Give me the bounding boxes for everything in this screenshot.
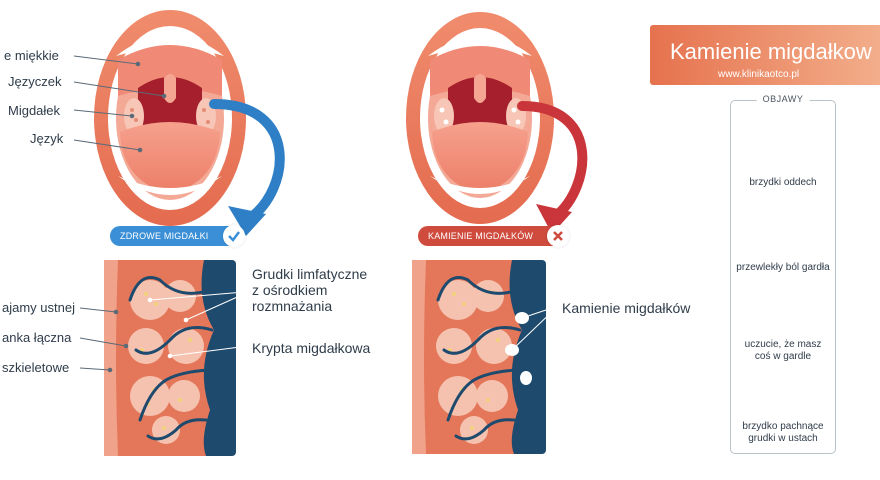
check-icon — [222, 225, 245, 247]
label-connective-tissue: anka łączna — [2, 330, 72, 345]
badge-stones: KAMIENIE MIGDAŁKÓW — [418, 225, 570, 247]
title-banner: Kamienie migdałkow www.klinikaotco.pl — [650, 25, 880, 85]
tonsil-tissue-stones — [412, 260, 546, 454]
tonsil-tissue-healthy — [104, 260, 236, 456]
symptom-2-line1: przewlekły ból gardła — [736, 262, 830, 273]
healthy-arrow-head — [228, 206, 266, 236]
symptoms-panel: OBJAWY brzydki oddech przewlekły ból gar… — [730, 94, 836, 454]
badge-healthy-label: ZDROWE MIGDAŁKI — [120, 231, 209, 241]
label-lymph-line1: Grudki limfatyczne — [252, 266, 368, 282]
label-lymph-follicles: Grudki limfatyczne z ośrodkiem rozmnażan… — [252, 266, 367, 314]
symptom-caption-2: przewlekły ból gardła — [731, 262, 835, 274]
badge-healthy: ZDROWE MIGDAŁKI — [110, 225, 245, 247]
label-tongue: Język — [30, 131, 64, 146]
label-tonsil: Migdałek — [8, 103, 61, 118]
symptom-caption-3: uczucie, że masz coś w gardle — [731, 339, 835, 363]
label-soft-palate: e miękkie — [4, 48, 59, 63]
mouth-healthy-illustration — [94, 10, 246, 226]
label-oral-cavity: ajamy ustnej — [2, 300, 75, 315]
label-skeletal-muscles: szkieletowe — [2, 360, 70, 375]
mouth-stones-illustration — [406, 12, 554, 224]
symptom-4-line2: grudki w ustach — [748, 433, 818, 444]
symptom-caption-1: brzydki oddech — [731, 177, 835, 189]
badge-stones-label: KAMIENIE MIGDAŁKÓW — [428, 231, 534, 241]
cross-icon — [547, 225, 570, 247]
stones-arrow — [517, 101, 588, 221]
symptom-3-line1: uczucie, że masz — [744, 339, 822, 350]
symptom-caption-4: brzydko pachnące grudki w ustach — [731, 421, 835, 445]
symptom-1-line1: brzydki oddech — [749, 177, 817, 188]
label-tonsil-stones: Kamienie migdałków — [562, 300, 691, 316]
label-tonsil-crypt: Krypta migdałkowa — [252, 340, 371, 356]
page-title: Kamienie migdałkow — [670, 39, 872, 64]
symptom-4-line1: brzydko pachnące — [742, 421, 824, 432]
stones-arrow-head — [536, 204, 572, 234]
healthy-arrow — [209, 99, 285, 223]
symptom-3-line2: coś w gardle — [754, 351, 812, 362]
symptoms-heading: OBJAWY — [756, 94, 810, 104]
label-lymph-line2: z ośrodkiem — [252, 282, 328, 298]
label-lymph-line3: rozmnażania — [252, 298, 333, 314]
website-label: www.klinikaotco.pl — [718, 69, 800, 80]
label-uvula: Języczek — [8, 74, 62, 89]
